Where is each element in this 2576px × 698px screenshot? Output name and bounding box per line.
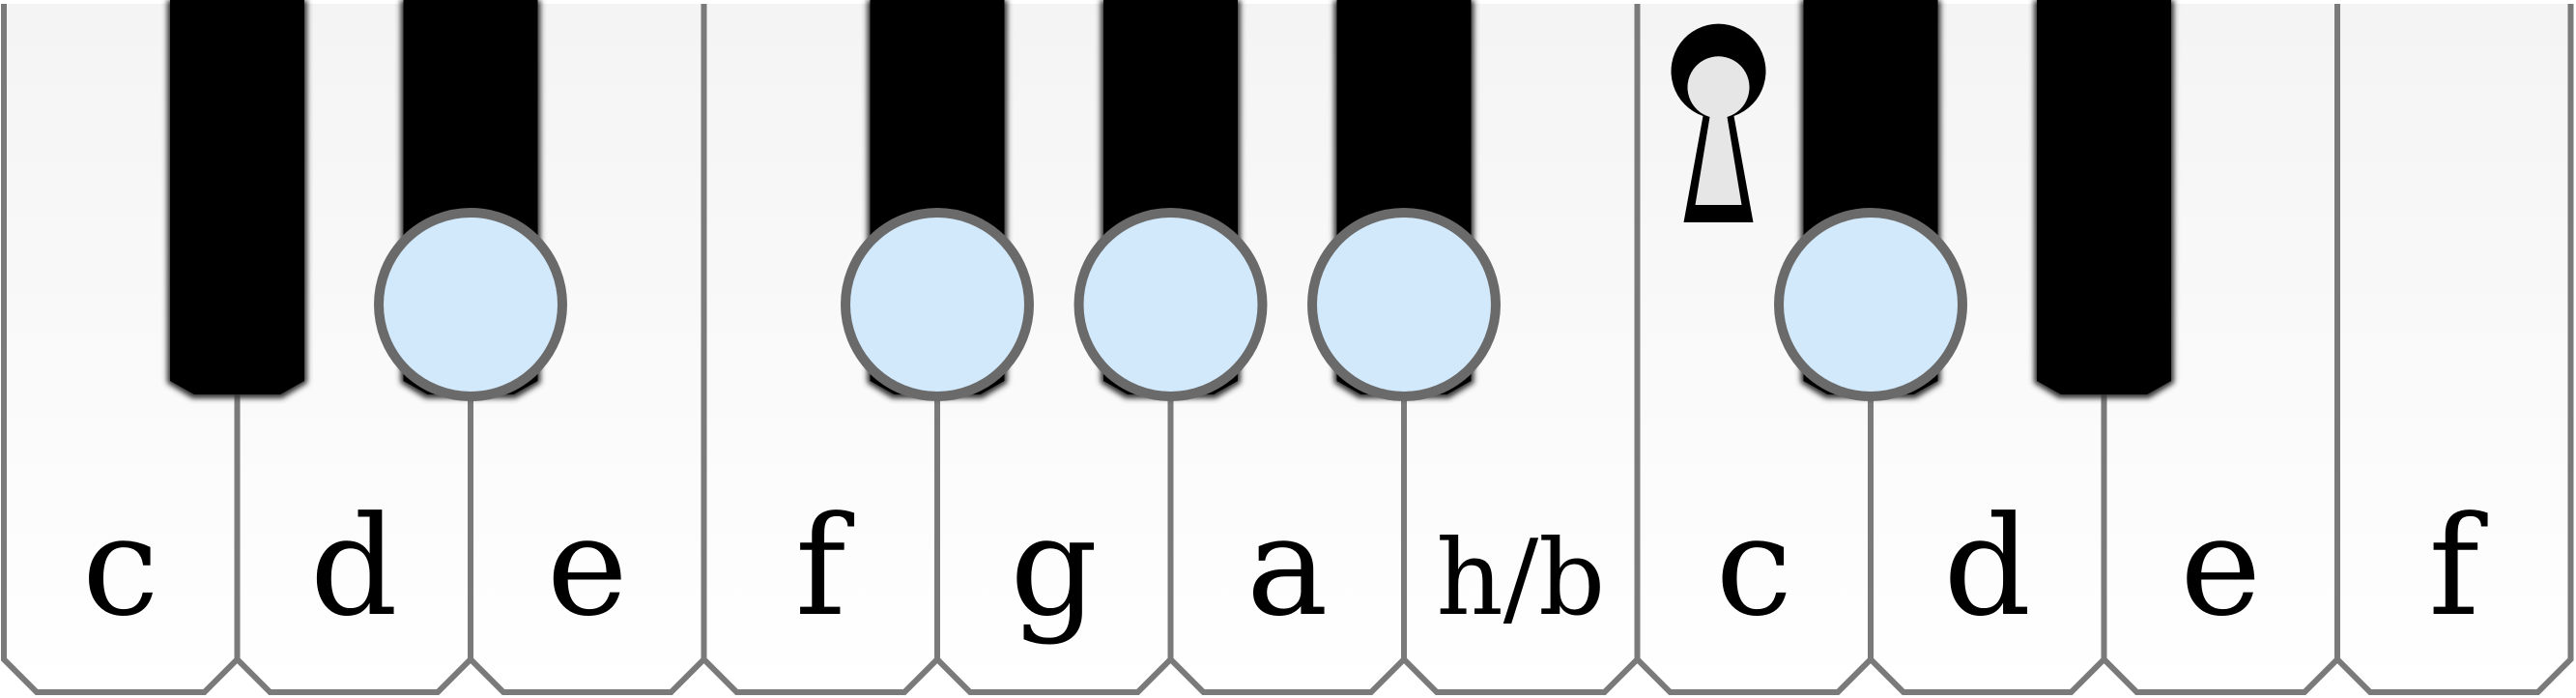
keyhole-icon [1671,23,1766,223]
key-label: d [1943,487,2031,647]
key-label: a [1246,487,1329,647]
key-label: g [1010,487,1098,647]
key-label: d [310,487,398,647]
key-marker [1774,208,1967,401]
key-label: f [2428,487,2488,647]
white-key[interactable] [2334,4,2574,695]
icons [1671,23,1766,223]
key-label: h/b [1436,518,1605,639]
key-markers [374,208,1967,401]
key-label: c [82,487,159,647]
key-marker [1073,208,1268,401]
key-marker [841,208,1034,401]
black-key[interactable] [167,0,307,398]
key-label: e [2180,487,2261,647]
key-label: c [1715,487,1792,647]
key-label: e [547,487,628,647]
key-marker [1307,208,1501,401]
black-key[interactable] [2034,0,2174,398]
key-marker [374,208,567,401]
key-label: f [795,487,855,647]
